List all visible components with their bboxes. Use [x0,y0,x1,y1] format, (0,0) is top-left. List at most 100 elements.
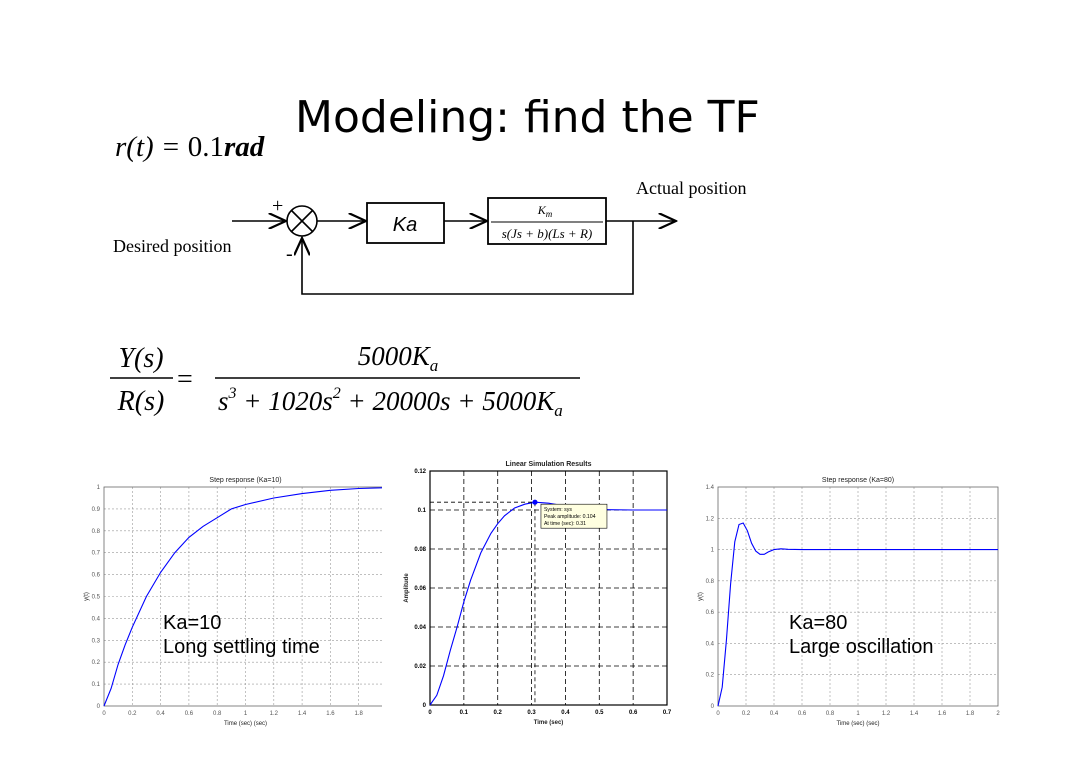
series-line [717,522,998,707]
input-equation: r(t) = 0.1rad [115,131,264,164]
minus-sign: - [286,243,293,265]
y-tick-label: 0.12 [414,469,426,475]
y-tick-label: 0.08 [414,547,426,553]
x-tick-label: 1.6 [938,711,947,717]
y-axis-label: y(t) [698,592,704,601]
x-tick-label: 1 [856,711,860,717]
input-eq-value: 0.1 [187,131,224,163]
plant-denominator: s(Js + b)(Ls + R) [502,226,592,241]
y-tick-label: 0.04 [414,625,426,631]
datatip-line: System: sys [544,507,572,513]
x-tick-label: 0.6 [798,711,807,717]
y-tick-label: 0 [423,703,427,709]
x-tick-label: 0.6 [629,710,638,716]
tf-lhs-denominator: R(s) [117,386,165,417]
x-tick-label: 0.2 [494,710,503,716]
gain-block [366,202,445,244]
x-tick-label: 0.4 [561,710,570,716]
y-tick-label: 0.2 [706,673,715,679]
plot-frame [717,486,999,707]
actual-position-label: Actual position [636,178,747,198]
y-tick-label: 0.1 [418,508,427,514]
y-tick-label: 1 [711,548,715,554]
y-tick-label: 0.1 [92,682,101,688]
x-tick-label: 1.8 [355,711,364,717]
x-tick-label: 0 [102,711,106,717]
y-tick-label: 1.4 [706,485,715,491]
x-tick-label: 1 [244,711,248,717]
transfer-function: Y(s) R(s) = 5000Ka s3 + 1020s2 + 20000s … [110,341,580,420]
x-tick-label: 1.4 [910,711,919,717]
datatip-box [540,503,608,529]
feedback-path [302,221,634,295]
linear-simulation-plot: 0 0.1 0.2 0.3 0.4 0.5 0.6 0.7 0 0.02 0.04 0.06 0.08 0… [404,461,672,726]
annotation-ka10-line1: Ka=10 [163,612,222,634]
x-tick-label: 0.8 [826,711,835,717]
plot-title: Step response (Ka=80) [822,477,894,484]
peak-marker [532,499,538,505]
y-tick-label: 0.6 [92,573,101,579]
plot-frame [429,470,668,706]
plot-title: Step response (Ka=10) [209,477,281,484]
annotation-ka80-line1: Ka=80 [789,612,848,634]
x-tick-label: 0.4 [770,711,779,717]
datatip-line: At time (sec): 0.31 [544,521,586,527]
x-tick-label: 1.4 [298,711,307,717]
series-line [103,487,382,707]
x-tick-label: 1.6 [326,711,335,717]
plot-frame [103,486,382,707]
input-eq-unit: rad [223,131,265,163]
x-tick-label: 0.4 [156,711,165,717]
x-tick-label: 1.8 [966,711,975,717]
x-tick-label: 0.1 [460,710,469,716]
x-tick-label: 0.5 [595,710,604,716]
x-tick-label: 2 [996,711,1000,717]
block-diagram: + - Desired position Ka Km s(Js + b)(Ls … [113,178,747,295]
annotation-ka10: Ka=10 Long settling time [163,611,320,659]
x-tick-label: 0.8 [213,711,222,717]
annotation-ka10-line2: Long settling time [163,636,320,658]
annotation-ka80: Ka=80 Large oscillation [789,611,934,659]
y-tick-label: 0.4 [92,616,101,622]
y-tick-label: 0.8 [706,579,715,585]
x-axis-label: Time (sec) [534,720,564,726]
x-tick-label: 0.3 [527,710,536,716]
plant-block [487,197,607,245]
y-tick-label: 0 [711,704,715,710]
x-axis-label: Time (sec) (sec) [224,721,267,727]
y-axis-label: Amplitude [404,573,410,603]
y-tick-label: 0.5 [92,595,101,601]
y-tick-label: 0.06 [414,586,426,592]
step-response-ka10-plot: 00.20.40.60.811.21.41.61.8200.10.20.30.4… [84,477,382,727]
tf-rhs-denominator: s3 + 1020s2 + 20000s + 5000Ka [218,385,563,420]
y-tick-label: 0.6 [706,610,715,616]
y-tick-label: 0.3 [92,638,101,644]
y-tick-label: 0.4 [706,641,715,647]
datatip-line: Peak amplitude: 0.104 [544,514,596,520]
x-tick-label: 1.2 [270,711,279,717]
gain-label: Ka [393,214,417,236]
y-tick-label: 0.02 [414,664,426,670]
x-tick-label: 0.2 [742,711,751,717]
x-tick-label: 0.2 [128,711,137,717]
y-axis-label: y(t) [84,592,90,601]
summing-junction [286,205,318,237]
annotation-ka80-line2: Large oscillation [789,636,934,658]
x-tick-label: 0 [716,711,720,717]
plus-sign: + [272,195,283,217]
plot-title: Linear Simulation Results [506,461,592,468]
tf-lhs-numerator: Y(s) [118,343,163,374]
y-tick-label: 0.8 [92,529,101,535]
tf-rhs-numerator: 5000Ka [358,341,439,375]
input-eq-lhs: r(t) = [115,131,188,163]
tf-equals: = [177,364,193,395]
plant-numerator: Km [537,203,553,219]
x-axis-label: Time (sec) (sec) [836,721,879,727]
x-tick-label: 0 [428,710,432,716]
y-tick-label: 0.7 [92,551,101,557]
x-tick-label: 0.7 [663,710,672,716]
y-tick-label: 0.9 [92,507,101,513]
y-tick-label: 1 [97,485,101,491]
